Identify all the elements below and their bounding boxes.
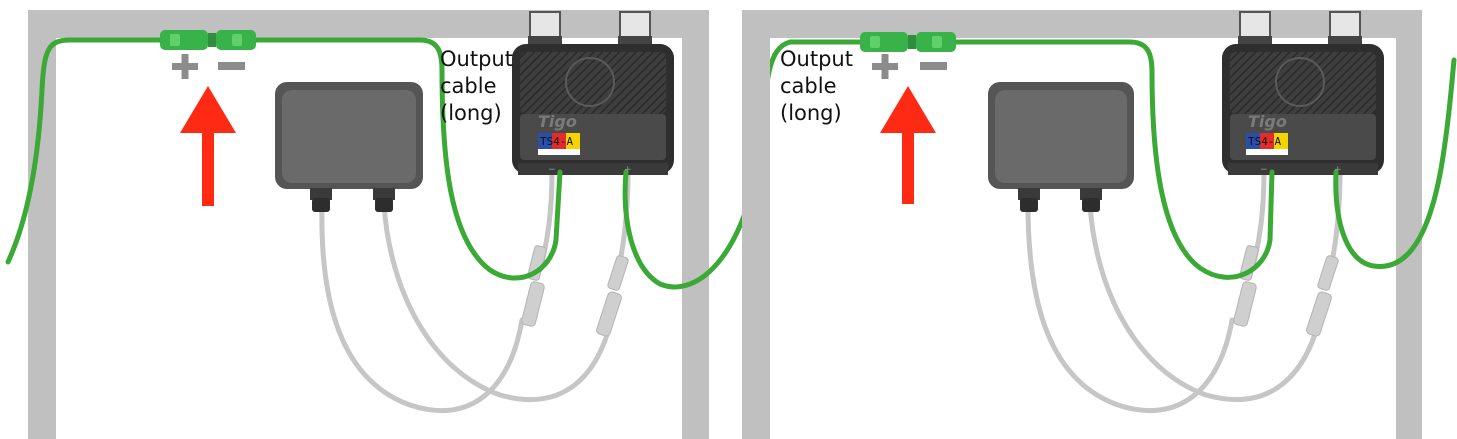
optimizer-model-left: TS4-A [540, 135, 573, 148]
output-label-line1-left: Output [440, 47, 513, 71]
optimizer-port-plus-right: + [1334, 165, 1342, 175]
optimizer-brand-left: Tigo [538, 112, 577, 131]
module-connectors-right [1233, 245, 1339, 337]
optimizer-brand-right: Tigo [1248, 112, 1287, 131]
output-label-line3-left: (long) [440, 101, 502, 125]
minus-sign-right [920, 62, 947, 70]
output-cable-label-left: Output cable (long) [440, 47, 520, 125]
polarity-signs-left [172, 54, 245, 79]
output-label-line2-right: cable [780, 74, 837, 98]
junction-box-right [988, 82, 1134, 212]
junction-box-left [275, 82, 423, 212]
red-arrow-left [180, 86, 236, 206]
green-cable-left [5, 37, 868, 290]
output-label-line3-right: (long) [780, 101, 842, 125]
panel-right: Tigo TS4-A − + Out [742, 10, 1457, 439]
optimizer-right: Tigo TS4-A − + [1222, 11, 1384, 175]
module-connectors-left [521, 245, 629, 337]
output-label-line2-left: cable [440, 74, 497, 98]
green-cable-right [949, 39, 1457, 280]
string-connector-left [160, 30, 256, 50]
panel-left: Tigo TS4-A − + [5, 10, 868, 439]
optimizer-left: Tigo TS4-A − + [512, 11, 674, 175]
module-leads-right [1025, 169, 1343, 413]
minus-sign-left [218, 62, 245, 70]
output-label-line1-right: Output [780, 47, 853, 71]
optimizer-port-minus-left: − [548, 165, 556, 175]
module-leads-left [319, 169, 631, 413]
output-cable-label-right: Output cable (long) [780, 47, 860, 125]
optimizer-port-plus-left: + [624, 165, 632, 175]
polarity-signs-right [872, 54, 947, 79]
string-connector-right [860, 32, 956, 52]
optimizer-port-minus-right: − [1260, 165, 1268, 175]
red-arrow-right [880, 86, 936, 204]
optimizer-model-right: TS4-A [1248, 135, 1281, 148]
